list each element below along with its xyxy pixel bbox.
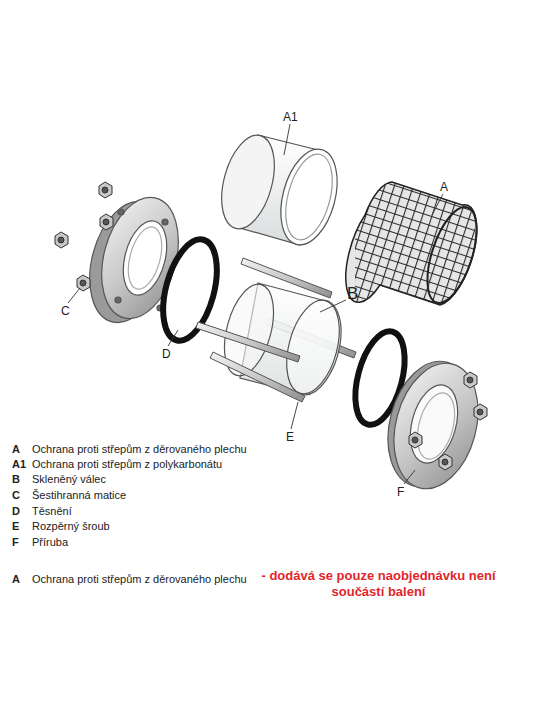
- legend-text: Ochrana proti střepům z děrovaného plech…: [32, 443, 247, 456]
- legend-text: Skleněný válec: [32, 473, 106, 486]
- callout-letter: A1: [283, 110, 298, 124]
- legend-key: A1: [12, 458, 26, 471]
- callout-letter: E: [286, 430, 294, 444]
- legend-text: Těsnění: [32, 505, 72, 518]
- callout-letter: B: [347, 284, 358, 304]
- legend-text: Šestihranná matice: [32, 489, 126, 502]
- legend-key: E: [12, 520, 19, 533]
- legend-key: F: [12, 536, 19, 549]
- legend-key: B: [12, 473, 20, 486]
- note-text: Ochrana proti střepům z děrovaného plech…: [32, 573, 247, 586]
- legend-text: Rozpěrný šroub: [32, 520, 110, 533]
- note-key: A: [12, 573, 20, 586]
- callout-letter: C: [61, 304, 70, 318]
- order-note: - dodává se pouze naobjednávku není souč…: [246, 568, 511, 599]
- leader-lines: [68, 124, 443, 484]
- legend-text: Ochrana proti střepům z polykarbonátu: [32, 458, 222, 471]
- right-flange: [375, 352, 491, 498]
- callout-letter: F: [397, 485, 404, 499]
- callout-letter: A: [440, 180, 448, 194]
- callout-letter: D: [162, 347, 171, 361]
- legend-text: Příruba: [32, 536, 68, 549]
- legend-key: C: [12, 489, 20, 502]
- hex-nuts-right: [409, 372, 487, 470]
- legend-key: D: [12, 505, 20, 518]
- hex-nuts: [55, 182, 113, 291]
- legend-key: A: [12, 443, 20, 456]
- mesh-guard: [346, 175, 487, 315]
- polycarbonate-guard: [212, 129, 346, 251]
- spacer-bolts-front: [196, 322, 305, 402]
